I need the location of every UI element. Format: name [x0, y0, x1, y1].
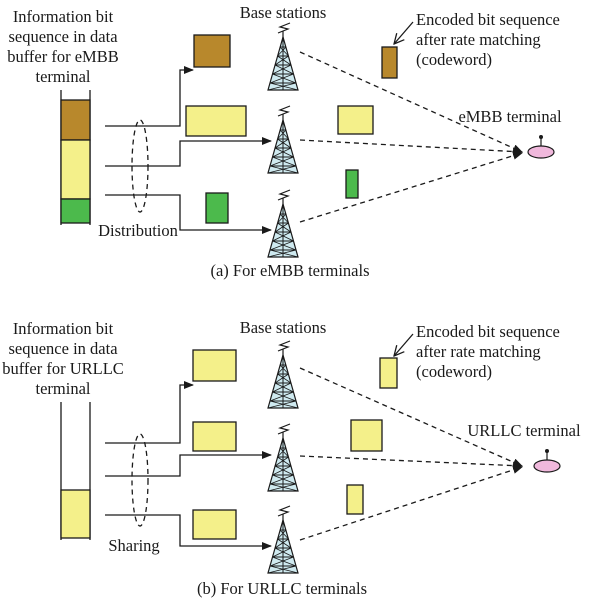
codeword-label-line-1: Encoded bit sequence [416, 322, 560, 341]
codeword-block-yellow [192, 421, 237, 452]
buffer-label-line-2: sequence in data [8, 27, 118, 46]
codeword-label-line-2: after rate matching [416, 30, 541, 49]
buffer-label-line-4: terminal [36, 379, 91, 398]
mode-label-distribution: Distribution [98, 221, 178, 240]
base-stations-label: Base stations [240, 318, 327, 337]
panel-embb: Information bit sequence in data buffer … [7, 3, 562, 280]
panel-urllc: Information bit sequence in data buffer … [2, 318, 581, 598]
sharing-paths [105, 381, 272, 550]
mode-label-sharing: Sharing [108, 536, 159, 555]
buffer-segment-green [60, 198, 91, 224]
codeword-block-yellow [192, 509, 237, 540]
encoded-codeword-green [345, 169, 359, 199]
codeword-block-yellow [192, 349, 237, 382]
codeword-block-green [205, 192, 229, 224]
codeword-block-yellow [185, 105, 247, 137]
codeword-block-brown [193, 34, 231, 68]
terminal-label: eMBB terminal [458, 107, 562, 126]
data-buffer [60, 402, 91, 540]
caption-b: (b) For URLLC terminals [197, 579, 367, 598]
caption-a: (a) For eMBB terminals [210, 261, 369, 280]
base-station-tower-icon [267, 423, 299, 492]
encoded-codeword-yellow [350, 419, 383, 452]
terminal-label: URLLC terminal [467, 421, 581, 440]
buffer-label-line-3: buffer for eMBB [7, 47, 119, 66]
buffer-label-line-1: Information bit [13, 319, 114, 338]
buffer-label-line-3: buffer for URLLC [2, 359, 124, 378]
codeword-label-line-2: after rate matching [416, 342, 541, 361]
encoded-codeword-yellow [379, 357, 398, 389]
base-station-tower-icon [267, 340, 299, 409]
buffer-segment-brown [60, 99, 91, 141]
base-station-tower-icon [267, 105, 299, 174]
terminal-icon [527, 134, 555, 159]
buffer-segment-yellow [60, 139, 91, 200]
distribution-paths [105, 66, 272, 234]
buffer-label-line-2: sequence in data [8, 339, 118, 358]
sharing-ellipse [131, 433, 149, 527]
buffer-segment-yellow [60, 489, 91, 539]
codeword-label-line-3: (codeword) [416, 362, 492, 381]
buffer-label-line-1: Information bit [13, 7, 114, 26]
base-stations-label: Base stations [240, 3, 327, 22]
encoded-codeword-yellow [346, 484, 364, 515]
base-station-tower-icon [267, 22, 299, 91]
encoded-codeword-brown [381, 46, 398, 79]
codeword-label-line-1: Encoded bit sequence [416, 10, 560, 29]
terminal-icon [533, 448, 561, 473]
encoded-codeword-yellow [337, 105, 374, 135]
data-buffer [60, 90, 91, 225]
buffer-label-line-4: terminal [36, 67, 91, 86]
base-station-tower-icon [267, 505, 299, 574]
distribution-ellipse [131, 119, 149, 213]
codeword-label-line-3: (codeword) [416, 50, 492, 69]
base-station-tower-icon [267, 189, 299, 258]
